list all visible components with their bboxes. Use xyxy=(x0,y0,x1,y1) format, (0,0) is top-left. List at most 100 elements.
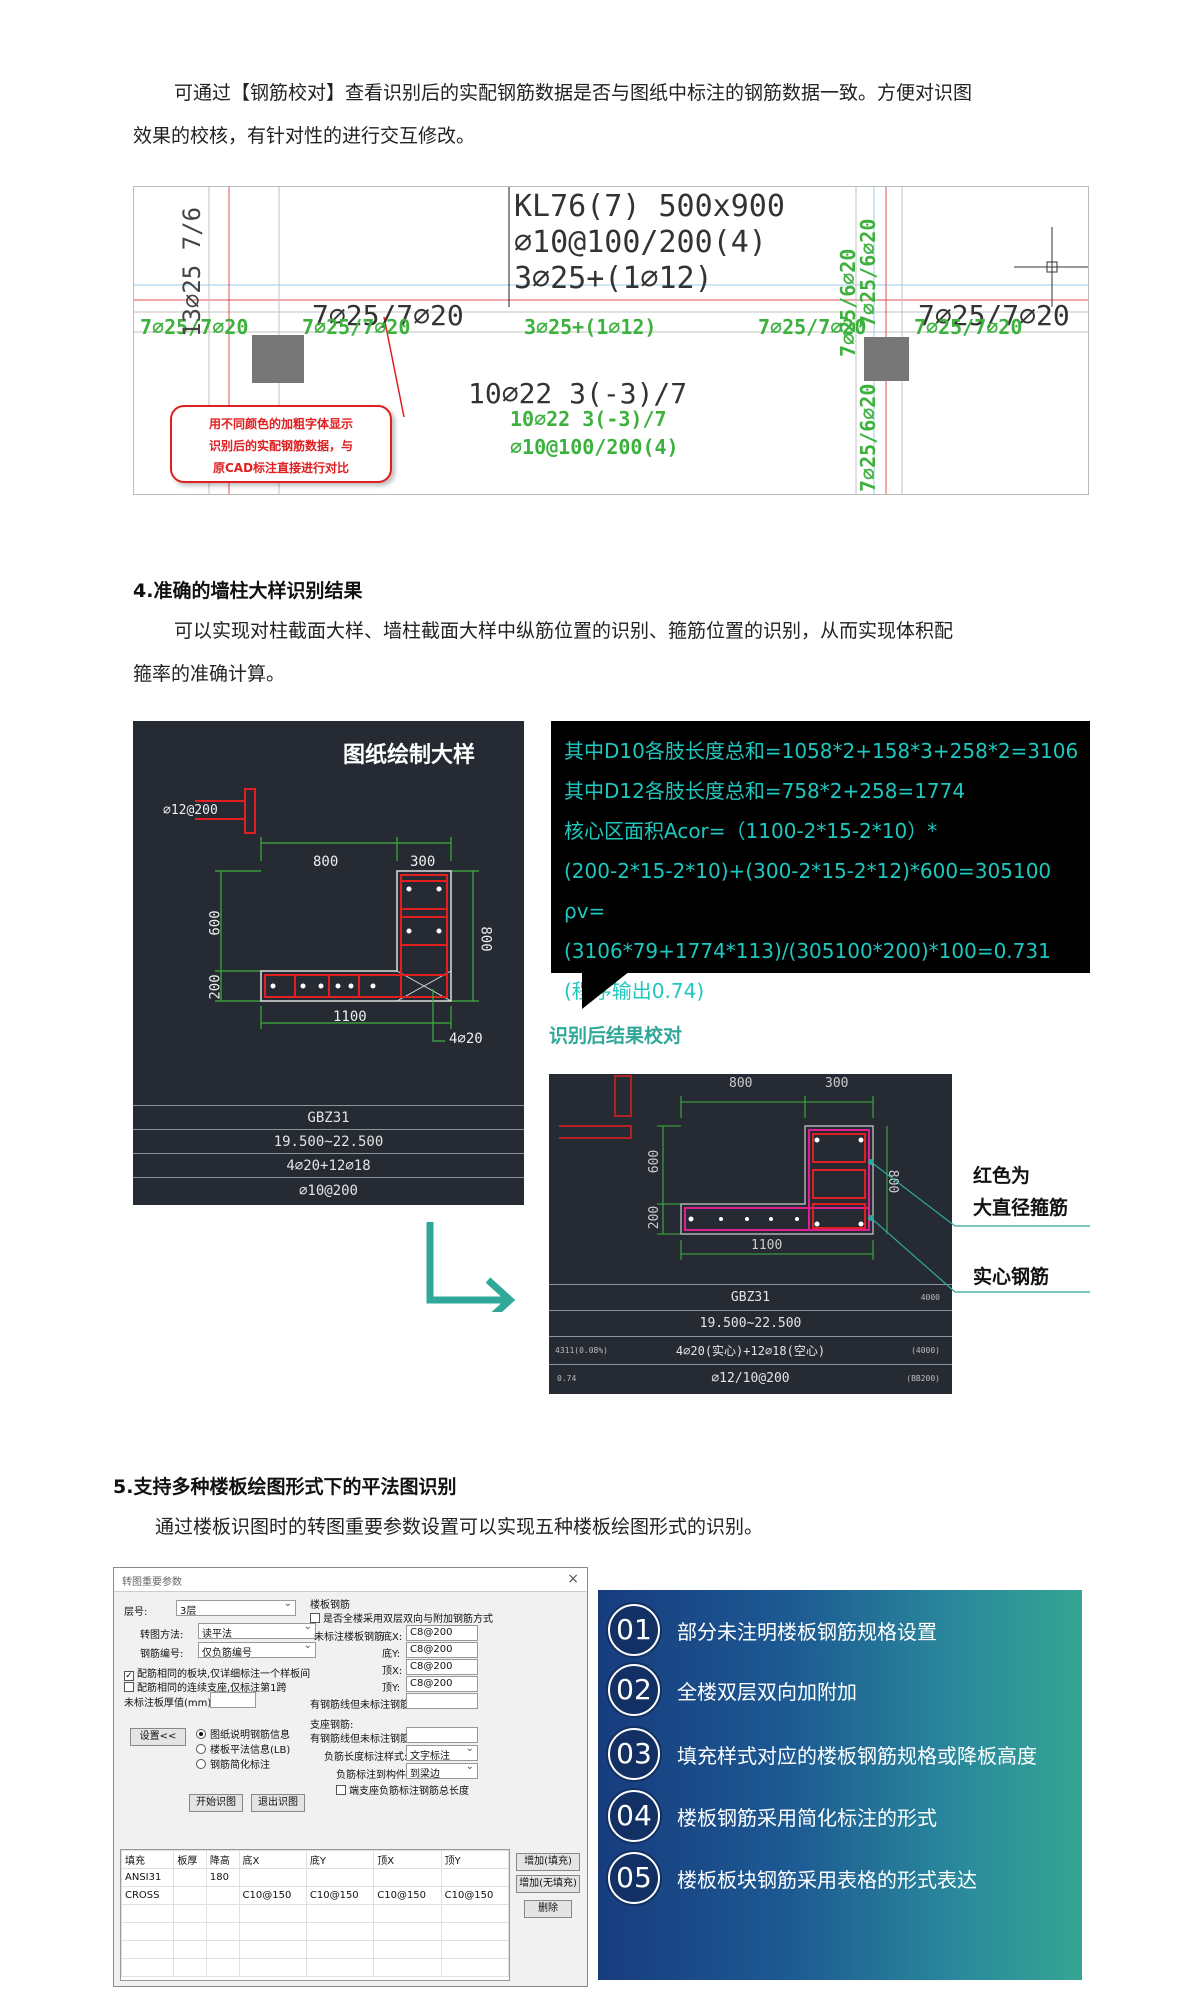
table-cell[interactable] xyxy=(440,1940,510,1959)
sec3-line2: 效果的校核，有针对性的进行交互修改。 xyxy=(133,125,476,147)
neg-style-label: 负筋长度标注样式: xyxy=(324,1752,408,1763)
hasline-input[interactable] xyxy=(406,1693,478,1709)
floor-select[interactable]: 3层 xyxy=(176,1598,296,1617)
start-recognition-button[interactable]: 开始识图 xyxy=(189,1794,243,1812)
table-cell[interactable] xyxy=(120,1922,175,1941)
beam-right-green-1: 7⌀25/7⌀20 xyxy=(758,315,867,339)
table-cell[interactable] xyxy=(305,1940,375,1959)
end-support-checkbox[interactable]: 端支座负筋标注钢筋总长度 xyxy=(336,1782,469,1797)
fill-table-col-header: 填充 xyxy=(120,1850,175,1869)
feature-text: 部分未注明楼板钢筋规格设置 xyxy=(677,1620,937,1644)
sec5-heading: 5.支持多种楼板绘图形式下的平法图识别 xyxy=(113,1476,457,1498)
bottom-y-input[interactable]: C8@200 xyxy=(406,1642,478,1658)
add-fill-button[interactable]: 增加(填充) xyxy=(516,1853,580,1871)
support-unmarked-label: 有钢筋线但未标注钢筋: xyxy=(310,1734,414,1745)
dim-600: 600 xyxy=(207,910,224,936)
table-cell[interactable] xyxy=(305,1922,375,1941)
table-row[interactable]: ANSI31 180 xyxy=(120,1868,510,1887)
table-cell[interactable] xyxy=(440,1904,510,1923)
table-cell[interactable] xyxy=(440,1922,510,1941)
r-row4-right: (BB200) xyxy=(906,1374,940,1383)
r-row3-right: (4000) xyxy=(911,1346,940,1355)
beam-stirrup: ⌀10@100/200(4) xyxy=(514,225,767,260)
table-row[interactable] xyxy=(120,1940,510,1959)
all-double-checkbox[interactable]: 是否全楼采用双层双向与附加钢筋方式 xyxy=(310,1610,493,1625)
table-cell[interactable] xyxy=(205,1904,240,1923)
table-cell[interactable] xyxy=(238,1922,307,1941)
dim-800: 800 xyxy=(313,854,339,870)
table-row[interactable] xyxy=(120,1922,510,1941)
column-vertical-black: 13⌀25 7/6 xyxy=(178,206,206,337)
table-cell[interactable] xyxy=(173,1868,207,1887)
feature-text: 填充样式对应的楼板钢筋规格或降板高度 xyxy=(677,1744,1037,1768)
table-cell[interactable] xyxy=(305,1958,375,1977)
table-cell[interactable] xyxy=(238,1868,307,1887)
table-row[interactable] xyxy=(120,1958,510,1977)
table-cell[interactable]: C10@150 xyxy=(440,1886,510,1905)
neg-to-select[interactable]: 到梁边 xyxy=(406,1761,478,1780)
delete-button[interactable]: 删除 xyxy=(524,1900,572,1918)
table-cell[interactable]: CROSS xyxy=(120,1886,175,1905)
bottom-y-label: 底Y: xyxy=(382,1649,401,1660)
table-cell[interactable] xyxy=(173,1958,207,1977)
same-support-checkbox[interactable]: 配筋相同的连续支座,仅标注第1跨 xyxy=(124,1679,287,1694)
table-cell[interactable] xyxy=(205,1886,240,1905)
feature-number-badge: 02 xyxy=(608,1664,660,1716)
thickness-input[interactable] xyxy=(210,1692,256,1708)
code-label: 钢筋编号: xyxy=(140,1649,184,1660)
table-cell[interactable] xyxy=(205,1958,240,1977)
table-cell[interactable] xyxy=(305,1868,375,1887)
table-cell[interactable] xyxy=(373,1940,442,1959)
top-x-input[interactable]: C8@200 xyxy=(406,1659,478,1675)
bottom-x-input[interactable]: C8@200 xyxy=(406,1625,478,1641)
table-cell[interactable] xyxy=(120,1940,175,1959)
support-unmarked-input[interactable] xyxy=(406,1727,478,1743)
table-cell[interactable] xyxy=(305,1904,375,1923)
column-vertical-green-mid: 7⌀25/6⌀20 xyxy=(856,218,880,327)
table-cell[interactable] xyxy=(373,1958,442,1977)
table-cell[interactable] xyxy=(373,1922,442,1941)
table-cell[interactable] xyxy=(440,1868,510,1887)
slab-rebar-group-label: 楼板钢筋 xyxy=(310,1600,350,1611)
method-select[interactable]: 读平法 xyxy=(198,1621,316,1640)
table-cell[interactable] xyxy=(205,1922,240,1941)
neg-style-select[interactable]: 文字标注 xyxy=(406,1743,478,1762)
table-cell[interactable]: 180 xyxy=(205,1868,240,1887)
feature-text: 楼板板块钢筋采用表格的形式表达 xyxy=(677,1868,977,1892)
top-y-input[interactable]: C8@200 xyxy=(406,1676,478,1692)
column-vertical-green-bottom: 7⌀25/6⌀20 xyxy=(856,383,880,492)
r-row3-main: 4⌀20(实心)+12⌀18(空心) xyxy=(675,1344,826,1358)
radio-simplified[interactable]: 钢筋简化标注 xyxy=(196,1756,270,1771)
exit-recognition-button[interactable]: 退出识图 xyxy=(251,1794,305,1812)
table-cell[interactable] xyxy=(120,1958,175,1977)
radio-drawing-info[interactable]: 图纸说明钢筋信息 xyxy=(196,1726,290,1741)
table-cell[interactable] xyxy=(173,1922,207,1941)
annotation-leaders xyxy=(870,1161,1090,1293)
radio-lb-info[interactable]: 楼板平法信息(LB) xyxy=(196,1741,290,1756)
table-cell[interactable] xyxy=(238,1940,307,1959)
table-cell[interactable]: ANSI31 xyxy=(120,1868,175,1887)
table-cell[interactable] xyxy=(238,1904,307,1923)
settings-button[interactable]: 设置<< xyxy=(130,1728,186,1746)
table-row[interactable] xyxy=(120,1904,510,1923)
same-slab-checkbox[interactable]: ✓配筋相同的板块,仅详细标注一个样板间 xyxy=(124,1669,311,1681)
add-nofill-button[interactable]: 增加(无填充) xyxy=(516,1875,580,1893)
beam-left-green-1: 7⌀25/7⌀20 xyxy=(140,315,249,339)
table-cell[interactable] xyxy=(173,1940,207,1959)
table-cell[interactable]: C10@150 xyxy=(373,1886,442,1905)
code-select[interactable]: 仅负筋编号 xyxy=(198,1640,316,1659)
table-cell[interactable] xyxy=(173,1904,207,1923)
table-cell[interactable] xyxy=(373,1904,442,1923)
table-cell[interactable] xyxy=(205,1940,240,1959)
table-cell[interactable] xyxy=(373,1868,442,1887)
table-cell[interactable]: C10@150 xyxy=(238,1886,307,1905)
table-cell[interactable] xyxy=(440,1958,510,1977)
table-cell[interactable] xyxy=(173,1886,207,1905)
close-icon[interactable]: × xyxy=(567,1571,579,1587)
table-cell[interactable]: C10@150 xyxy=(305,1886,375,1905)
table-cell[interactable] xyxy=(120,1904,175,1923)
table-cell[interactable] xyxy=(238,1958,307,1977)
